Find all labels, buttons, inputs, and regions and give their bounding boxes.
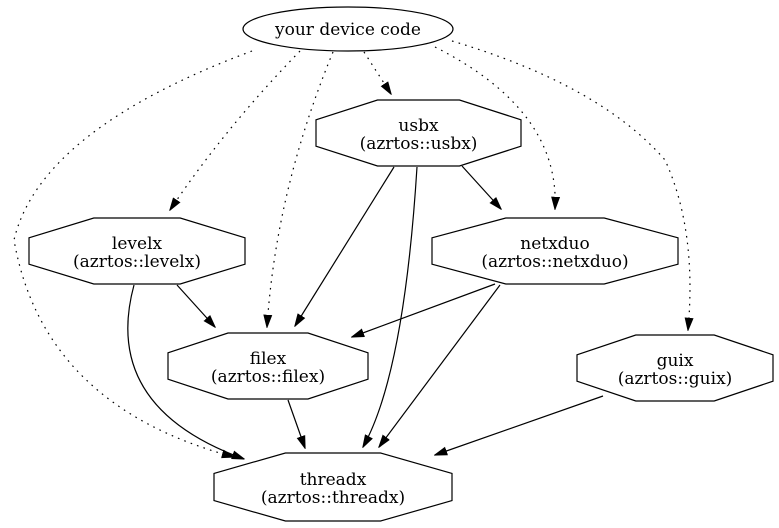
- node-netxduo-label: netxduo(azrtos::netxduo): [481, 234, 628, 272]
- edge-guix-threadx: [435, 395, 604, 455]
- node-device: your device code: [242, 6, 454, 52]
- edge-usbx-filex: [295, 166, 395, 326]
- edge-levelx-filex: [176, 284, 215, 327]
- node-levelx-label: levelx(azrtos::levelx): [73, 234, 201, 272]
- node-usbx-octagon-shape: [315, 99, 522, 167]
- node-usbx-label: usbx(azrtos::usbx): [360, 116, 478, 154]
- edge-device-levelx: [170, 50, 301, 210]
- node-threadx-label: threadx(azrtos::threadx): [261, 470, 405, 508]
- node-threadx-octagon-shape: [213, 452, 453, 522]
- node-guix: guix(azrtos::guix): [576, 334, 774, 402]
- node-levelx: levelx(azrtos::levelx): [28, 217, 246, 285]
- node-guix-label: guix(azrtos::guix): [618, 351, 733, 389]
- node-threadx: threadx(azrtos::threadx): [213, 452, 453, 522]
- edge-usbx-threadx: [363, 166, 418, 447]
- edge-netxduo-filex: [352, 283, 496, 337]
- node-device-ellipse-shape: [242, 6, 454, 52]
- node-device-label: your device code: [274, 20, 421, 40]
- node-usbx: usbx(azrtos::usbx): [315, 99, 522, 167]
- edge-usbx-netxduo: [461, 165, 501, 209]
- nodes-layer: your device codeusbx(azrtos::usbx)levelx…: [28, 6, 774, 522]
- edges-layer: [13, 40, 690, 459]
- edge-device-usbx: [363, 51, 391, 94]
- edge-levelx-threadx: [127, 284, 244, 459]
- node-netxduo: netxduo(azrtos::netxduo): [431, 217, 679, 285]
- node-netxduo-octagon-shape: [431, 217, 679, 285]
- node-guix-octagon-shape: [576, 334, 774, 402]
- node-filex-octagon-shape: [167, 332, 369, 400]
- node-filex: filex(azrtos::filex): [167, 332, 369, 400]
- node-levelx-octagon-shape: [28, 217, 246, 285]
- edge-filex-threadx: [287, 399, 305, 448]
- node-filex-label: filex(azrtos::filex): [211, 349, 325, 387]
- edge-netxduo-threadx: [379, 284, 501, 447]
- edge-device-filex: [267, 51, 334, 327]
